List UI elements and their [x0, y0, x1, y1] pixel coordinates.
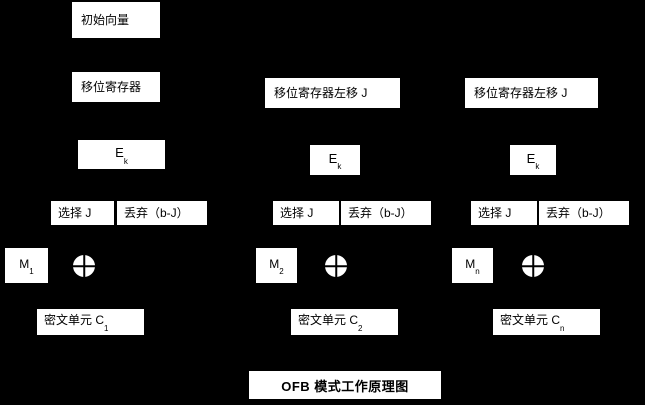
discard-label-2: 丢弃（b-J） — [348, 206, 413, 220]
plaintext-label-1: M1 — [19, 256, 34, 277]
diagram-title-label: OFB 模式工作原理图 — [281, 378, 409, 394]
initial-vector-box: 初始向量 — [72, 2, 160, 38]
shift-register-label-2: 移位寄存器左移 J — [274, 86, 368, 100]
shift-register-box-2: 移位寄存器左移 J — [265, 78, 400, 108]
select-box-1: 选择 J — [51, 201, 114, 225]
cipher-function-box-1: Ek — [78, 140, 165, 169]
shift-register-box-n: 移位寄存器左移 J — [465, 78, 598, 108]
diagram-title: OFB 模式工作原理图 — [249, 371, 441, 399]
plaintext-label-2: M2 — [269, 256, 284, 277]
ciphertext-box-1: 密文单元 C1 — [37, 309, 144, 335]
shift-register-label-1: 移位寄存器 — [81, 80, 142, 94]
xor-icon-2 — [325, 255, 347, 277]
xor-icon-n — [522, 255, 544, 277]
select-label-n: 选择 J — [478, 206, 512, 220]
select-label-1: 选择 J — [58, 206, 92, 220]
cipher-function-label-2: Ek — [328, 150, 342, 172]
select-box-n: 选择 J — [471, 201, 537, 225]
initial-vector-label: 初始向量 — [81, 13, 130, 27]
ciphertext-label-n: 密文单元 Cn — [500, 313, 565, 333]
cipher-function-box-n: Ek — [510, 145, 556, 175]
cipher-function-box-2: Ek — [310, 145, 360, 175]
ciphertext-box-2: 密文单元 C2 — [291, 309, 398, 335]
plaintext-box-1: M1 — [5, 248, 48, 283]
cipher-function-label-n: Ek — [526, 150, 540, 172]
ciphertext-label-2: 密文单元 C2 — [298, 313, 363, 333]
plaintext-box-2: M2 — [256, 248, 297, 283]
cipher-function-label-1: Ek — [115, 145, 128, 166]
shift-register-label-n: 移位寄存器左移 J — [474, 86, 568, 100]
plaintext-label-n: Mn — [465, 256, 480, 277]
select-label-2: 选择 J — [280, 206, 314, 220]
discard-box-1: 丢弃（b-J） — [117, 201, 207, 225]
plaintext-box-n: Mn — [452, 248, 493, 283]
discard-box-n: 丢弃（b-J） — [539, 201, 629, 225]
discard-label-1: 丢弃（b-J） — [124, 206, 189, 220]
xor-icon-1 — [73, 255, 95, 277]
shift-register-box-1: 移位寄存器 — [72, 72, 160, 102]
discard-label-n: 丢弃（b-J） — [546, 206, 611, 220]
select-box-2: 选择 J — [273, 201, 339, 225]
ciphertext-label-1: 密文单元 C1 — [44, 313, 109, 333]
discard-box-2: 丢弃（b-J） — [341, 201, 431, 225]
ciphertext-box-n: 密文单元 Cn — [493, 309, 600, 335]
